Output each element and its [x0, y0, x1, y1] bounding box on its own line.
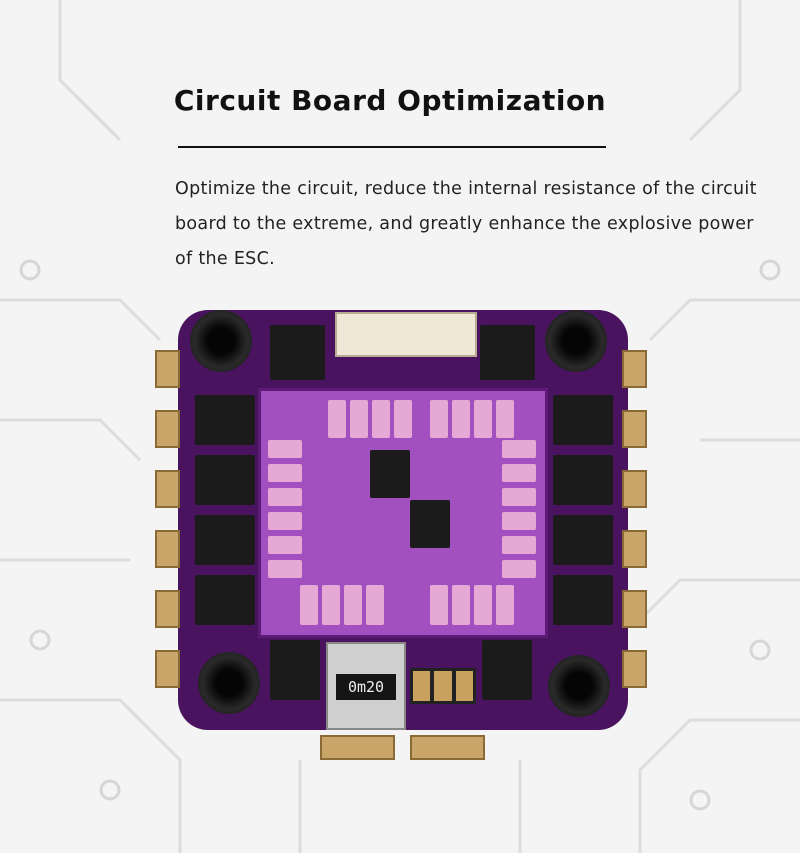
pcb-pad [502, 464, 536, 482]
mounting-grommet [548, 655, 610, 717]
solder-pad [410, 735, 485, 760]
pcb-pad [502, 560, 536, 578]
mosfet [480, 325, 535, 380]
pcb-pad [496, 400, 514, 438]
mosfet [195, 515, 255, 565]
pcb-pad [328, 400, 346, 438]
mosfet [270, 325, 325, 380]
pcb-pad [322, 585, 340, 625]
mosfet [553, 395, 613, 445]
solder-pad [155, 590, 180, 628]
solder-pad [622, 590, 647, 628]
solder-pad [622, 530, 647, 568]
solder-pad [155, 530, 180, 568]
mosfet [195, 395, 255, 445]
connector [335, 312, 477, 357]
resistor-marking: 0m20 [336, 674, 396, 700]
pcb-pad [268, 560, 302, 578]
pcb-pad [474, 585, 492, 625]
pcb-pad [366, 585, 384, 625]
pcb-pad [474, 400, 492, 438]
pcb-pad [350, 400, 368, 438]
mosfet [553, 455, 613, 505]
pcb-pad [268, 536, 302, 554]
pcb-pad [452, 400, 470, 438]
shunt-resistor: 0m20 [326, 642, 406, 730]
solder-pad [155, 410, 180, 448]
pcb-pad [452, 585, 470, 625]
solder-pad [155, 650, 180, 688]
mosfet [553, 515, 613, 565]
mosfet [553, 575, 613, 625]
pcb-pad [344, 585, 362, 625]
mounting-grommet [198, 652, 260, 714]
title-divider [178, 146, 606, 148]
pcb-pad [300, 585, 318, 625]
description-text: Optimize the circuit, reduce the interna… [175, 179, 757, 269]
pcb-pad [394, 400, 412, 438]
pcb-pad [268, 464, 302, 482]
pcb-pad [502, 440, 536, 458]
driver-chip [410, 500, 450, 548]
solder-pad [155, 470, 180, 508]
mounting-grommet [545, 310, 607, 372]
mosfet [195, 575, 255, 625]
solder-pad [622, 350, 647, 388]
pcb-pad [372, 400, 390, 438]
pcb-pad [268, 488, 302, 506]
solder-pad [155, 350, 180, 388]
capacitors [410, 668, 476, 704]
solder-pad [622, 410, 647, 448]
page-title: Circuit Board Optimization [173, 84, 607, 117]
pcb-pad [502, 488, 536, 506]
solder-pad [622, 650, 647, 688]
pcb-pad [430, 585, 448, 625]
pcb-pad [268, 512, 302, 530]
pcb-pad [502, 536, 536, 554]
driver-chip [370, 450, 410, 498]
pcb-pad [496, 585, 514, 625]
mosfet [482, 640, 532, 700]
pcb-pad [502, 512, 536, 530]
mounting-grommet [190, 310, 252, 372]
pcb-pad [268, 440, 302, 458]
solder-pad [622, 470, 647, 508]
mosfet [270, 640, 320, 700]
pcb-pad [430, 400, 448, 438]
mosfet [195, 455, 255, 505]
solder-pad [320, 735, 395, 760]
